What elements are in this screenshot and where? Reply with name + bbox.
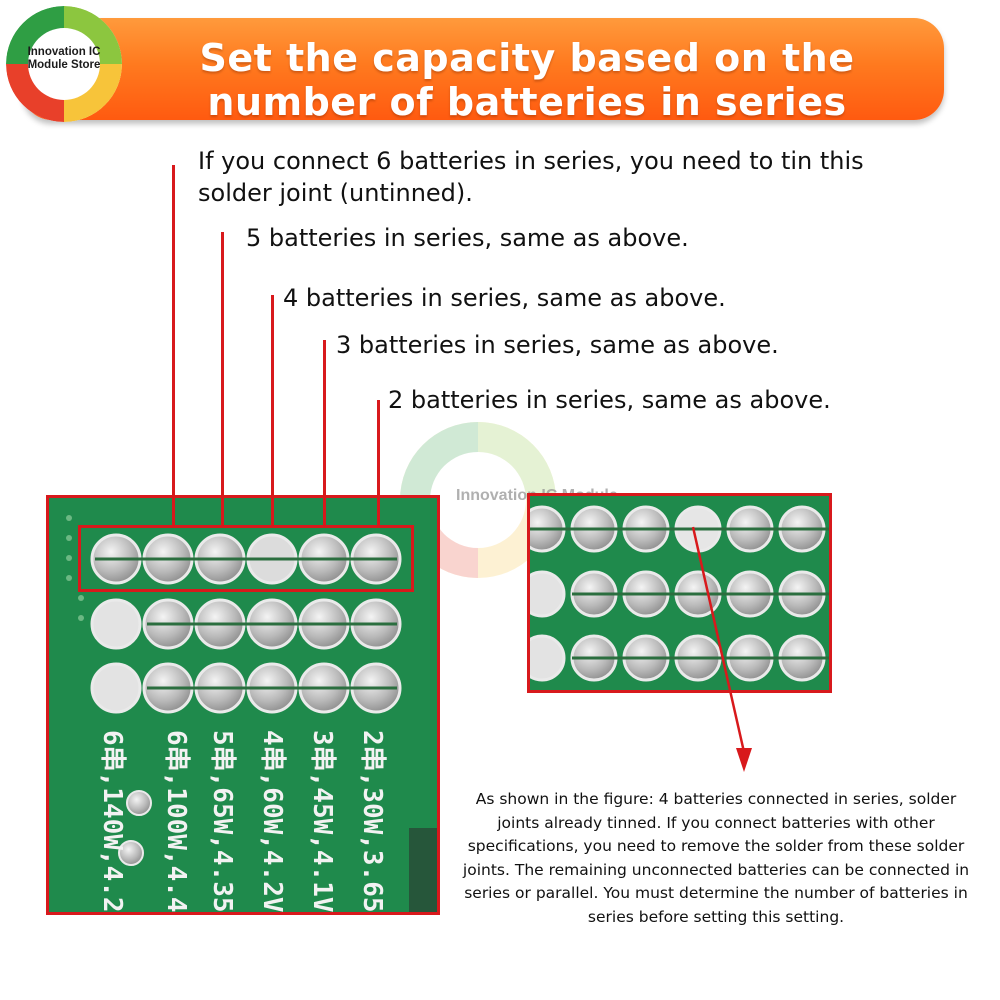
connector-line-6s [172,165,175,525]
logo-text: Innovation IC Module Store [27,46,101,71]
arrow-head-icon [736,748,752,772]
connector-line-3s [323,340,326,525]
pcb-closeup-left: 6串,140W,4.2V 6串,100W,4.4V 5串,65W,4.35V 4… [46,495,440,915]
tinned-pad-grid [530,505,829,682]
logo-leaf-icon [6,6,122,122]
pcb-closeup-right [527,493,832,693]
store-logo: Innovation IC Module Store [6,6,122,122]
connector-line-2s [377,400,380,525]
description-text: As shown in the figure: 4 batteries conn… [462,790,970,926]
connector-line-5s [221,232,224,525]
pad-row-highlight [78,525,414,592]
instruction-5s: 5 batteries in series, same as above. [246,224,689,252]
instruction-6s: If you connect 6 batteries in series, yo… [198,147,864,207]
connector-line-4s [271,295,274,525]
instruction-2s: 2 batteries in series, same as above. [388,386,831,414]
banner-title: Set the capacity based on the number of … [199,36,855,124]
title-banner: Set the capacity based on the number of … [22,18,944,124]
solder-pad-grid [66,515,437,912]
instruction-4s: 4 batteries in series, same as above. [283,284,726,312]
instruction-3s: 3 batteries in series, same as above. [336,331,779,359]
